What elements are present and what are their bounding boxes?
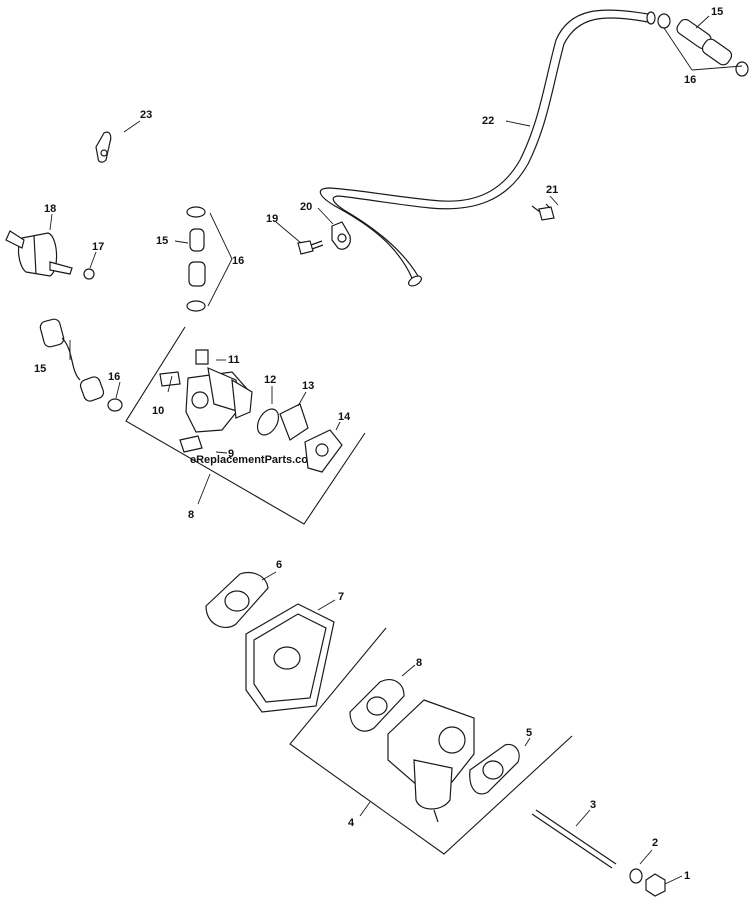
callout-2: 2 (652, 837, 658, 849)
sleeve-15-left (39, 318, 105, 402)
callout-16-upper: 16 (684, 74, 696, 86)
fuel-line-22 (319, 9, 656, 287)
callout-1: 1 (684, 870, 690, 882)
callout-10: 10 (152, 405, 164, 417)
callout-4: 4 (348, 817, 355, 829)
callout-7: 7 (338, 591, 344, 603)
washer-2 (629, 868, 643, 884)
clip-23 (95, 131, 112, 163)
screw-21 (531, 203, 555, 221)
callout-5: 5 (526, 727, 532, 739)
callout-23: 23 (140, 109, 152, 121)
callout-16-center: 16 (232, 255, 244, 267)
heat-shield-7 (245, 603, 335, 713)
callout-15-upper: 15 (711, 6, 723, 18)
watermark: eReplacementParts.com (190, 454, 318, 466)
fuel-filter-18 (5, 230, 73, 277)
leader-lines (49, 15, 743, 885)
callout-12: 12 (264, 374, 276, 386)
callout-21: 21 (546, 184, 558, 196)
callout-20: 20 (300, 201, 312, 213)
callout-14: 14 (338, 411, 351, 423)
callout-17: 17 (92, 241, 104, 253)
clamp-17 (83, 268, 95, 280)
callout-18: 18 (44, 203, 56, 215)
stud-3 (531, 809, 617, 869)
callout-16-left: 16 (108, 371, 120, 383)
callout-22: 22 (482, 115, 494, 127)
callout-15-center: 15 (156, 235, 168, 247)
callout-3: 3 (590, 799, 596, 811)
callout-6: 6 (276, 559, 282, 571)
clamp-16-left (107, 398, 123, 412)
callout-labels: 15 16 22 23 21 20 19 18 17 15 16 11 10 1… (34, 6, 723, 882)
carburetor-assembly (289, 627, 573, 855)
sleeve-15-center (188, 228, 206, 287)
sleeve-15-upper (676, 18, 733, 66)
callout-15-left: 15 (34, 363, 46, 375)
callout-8-pump: 8 (188, 509, 194, 521)
fuel-pump-assembly (125, 326, 366, 525)
callout-11: 11 (228, 354, 240, 366)
callout-8-carb: 8 (416, 657, 422, 669)
nut-1 (645, 873, 666, 897)
clamp-16-upper (657, 13, 749, 77)
clamp-16-center (186, 206, 206, 312)
screw-19 (297, 240, 324, 255)
callout-9: 9 (228, 448, 234, 460)
gasket-6 (205, 571, 269, 628)
callout-19: 19 (266, 213, 278, 225)
clip-20 (331, 221, 351, 250)
callout-13: 13 (302, 380, 314, 392)
